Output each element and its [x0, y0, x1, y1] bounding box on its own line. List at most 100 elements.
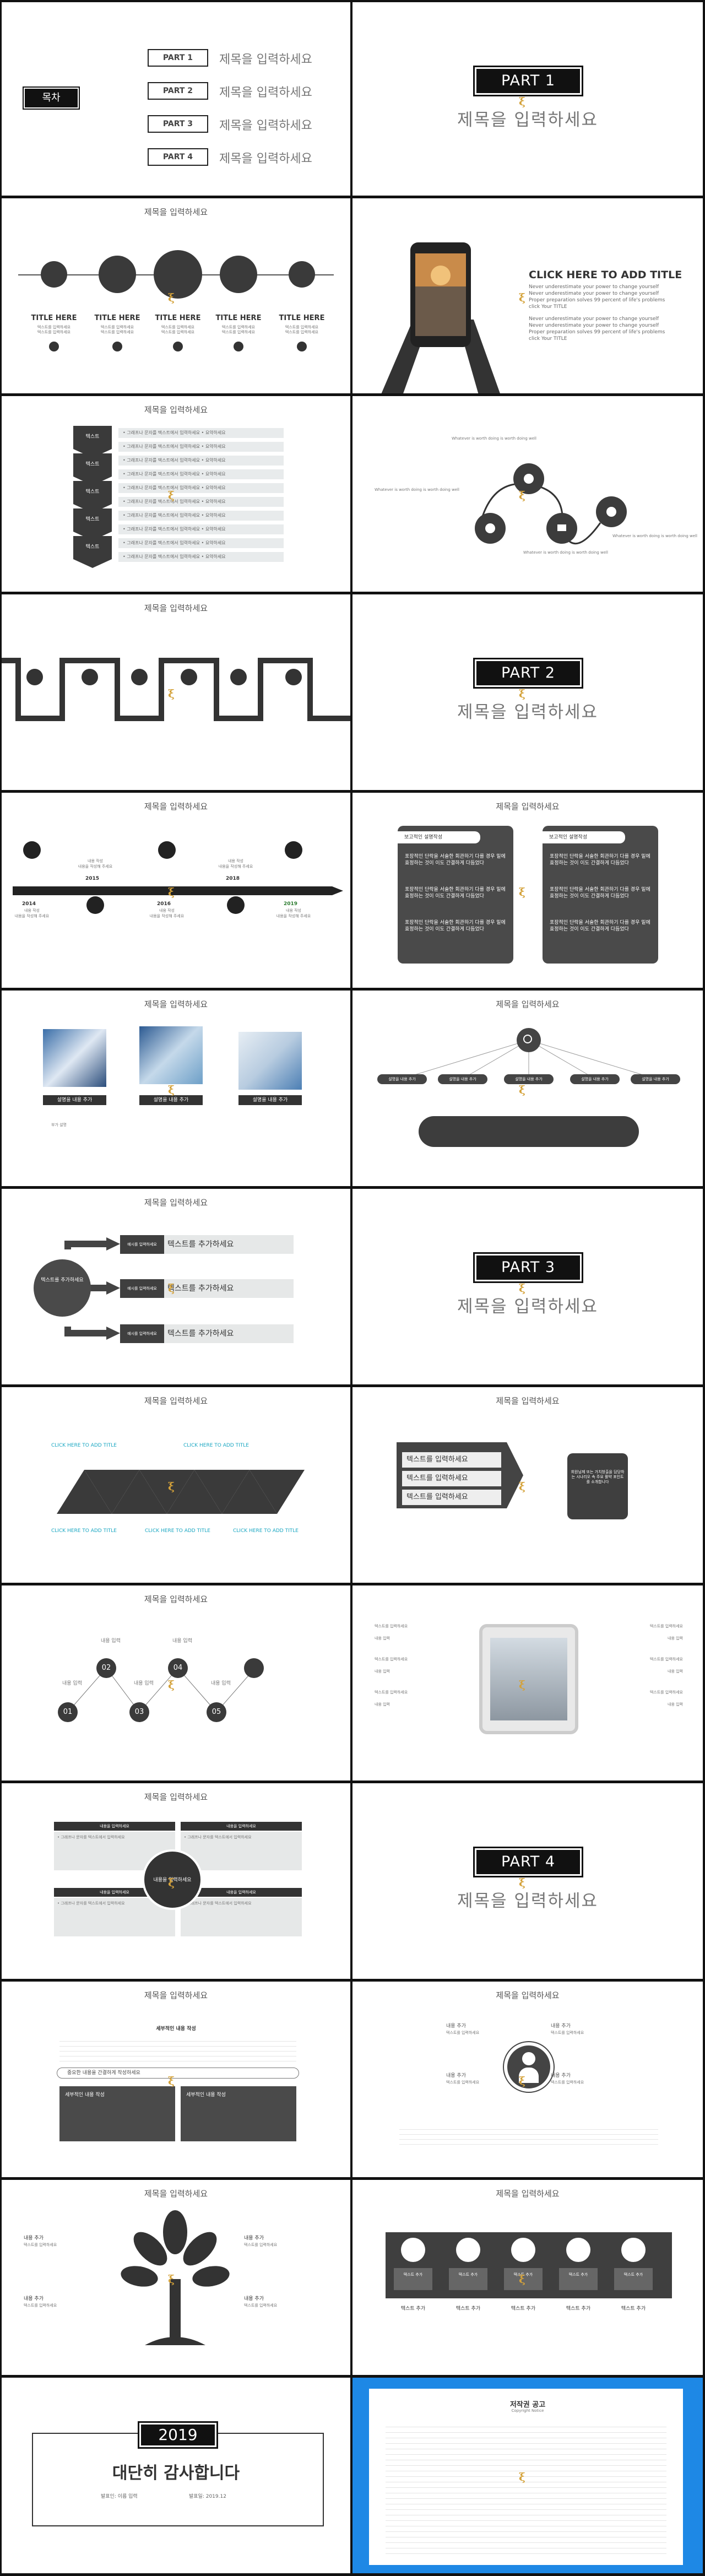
- watermark-icon: ξ: [519, 95, 525, 108]
- slide-title: 제목을 입력하세요: [144, 207, 208, 217]
- desc: 내용을 작성해 주세요: [14, 913, 50, 918]
- desc: 텍스트를 입력하세요: [244, 2303, 278, 2308]
- watermark-icon: ξ: [168, 885, 175, 899]
- desc: 텍스트를 입력하세요: [551, 2030, 584, 2035]
- slide-section-4: PART 4 제목을 입력하세요 ξ: [352, 1783, 705, 1982]
- chevron-label: 텍스트: [85, 462, 100, 468]
- box-header: 내용을 입력하세요: [54, 1822, 175, 1831]
- slide-title: 제목을 입력하세요: [144, 801, 208, 811]
- text-row: 텍스트를 입력하세요: [402, 1489, 501, 1505]
- desc: 내용을 작성해 주세요: [218, 864, 253, 869]
- step-number: 01: [58, 1702, 78, 1722]
- cyan-title: CLICK HERE TO ADD TITLE: [233, 1528, 299, 1534]
- footnote: 부가 설명: [51, 1123, 67, 1128]
- line: click Your TITLE: [529, 304, 567, 310]
- chevron-block: [73, 453, 112, 486]
- year: 2015: [85, 875, 100, 881]
- item-title: TITLE HERE: [155, 313, 201, 322]
- desc: 텍스트를 입력하세요: [24, 2303, 57, 2308]
- slide-title: 제목을 입력하세요: [144, 1594, 208, 1604]
- presenter: 발표인: 이름 입력: [101, 2494, 138, 2500]
- chevron-block: [73, 536, 112, 569]
- section-label: PART 3: [473, 1252, 583, 1284]
- slide-title: 제목을 입력하세요: [144, 1990, 208, 2000]
- step-number: 02: [96, 1658, 116, 1678]
- watermark-icon: ξ: [168, 1083, 175, 1097]
- slide-title: 제목을 입력하세요: [144, 405, 208, 415]
- item-title: TITLE HERE: [215, 313, 262, 322]
- watermark-icon: ξ: [519, 1083, 525, 1097]
- step-label: 내용 입력: [211, 1680, 231, 1686]
- slide-title: 제목을 입력하세요: [496, 801, 560, 811]
- label: 내용 추가: [24, 2296, 44, 2302]
- card-label: 텍스트 추가: [559, 2267, 598, 2290]
- step-label: 내용 입력: [62, 1680, 82, 1686]
- watermark-icon: ξ: [519, 2074, 525, 2087]
- toc-item-title: 제목을 입력하세요: [219, 119, 312, 133]
- watermark-icon: ξ: [168, 1479, 175, 1493]
- slide-10: 제목을 입력하세요 보고적인 설명작성 보고적인 설명작성 포장적인 단락을 서…: [352, 792, 705, 991]
- item-desc: 텍스트를 입력하세요 텍스트를 입력하세요: [161, 324, 195, 334]
- text-row: • 그래프나 문자를 텍스트에서 입력하세요 • 요약하세요: [118, 511, 284, 521]
- watermark-icon: ξ: [168, 290, 175, 304]
- timeline-arrow: [13, 886, 343, 895]
- caption: 설명을 내용 추가: [139, 1095, 203, 1106]
- highlight-pill: 중요한 내용을 간결하게 작성하세요: [57, 2067, 299, 2079]
- card-body: 포장적인 단락을 서술한 회관하기 다를 경우 밑에 효정하는 것이 이도 간결…: [550, 919, 650, 932]
- watermark-icon: ξ: [168, 2272, 175, 2286]
- line: Proper preparation solves 99 percent of …: [529, 297, 665, 303]
- desc: 텍스트를 입력하세요: [649, 1623, 683, 1628]
- section-title: 제목을 입력하세요: [457, 110, 598, 130]
- zigzag-line: [2, 658, 350, 722]
- item-desc: 텍스트를 입력하세요 텍스트를 입력하세요: [285, 324, 319, 334]
- date: 발표일: 2019.12: [189, 2494, 226, 2500]
- notice-sub: Copyright Notice: [511, 2409, 544, 2413]
- timeline-node-icon: [86, 896, 104, 914]
- notice-title: 저작권 공고: [509, 2401, 546, 2410]
- watermark-icon: ξ: [168, 489, 175, 502]
- toc-box: 목차: [23, 86, 80, 110]
- section-label: PART 4: [473, 1847, 583, 1878]
- detail-box: 세부적인 내용 작성: [59, 2086, 175, 2141]
- info-box: 회원님께 또는 가치창출을 담당하는 시나리오 속 주요 활약 포인트를 소개합…: [567, 1453, 628, 1519]
- slide-title: 제목을 입력하세요: [496, 1395, 560, 1406]
- card-label: 텍스트 추가: [449, 2267, 487, 2290]
- target-icon: [220, 255, 257, 293]
- printer-icon: [621, 2237, 646, 2262]
- label: 내용 추가: [446, 2072, 466, 2079]
- triangle-row: [57, 1469, 305, 1514]
- toc-part-label: PART 1: [148, 49, 208, 67]
- text-row: • 그래프나 문자를 텍스트에서 입력하세요 • 요약하세요: [118, 483, 284, 494]
- box-header: 내용을 입력하세요: [181, 1822, 302, 1831]
- card-body: 포장적인 단락을 서술한 회관하기 다를 경우 밑에 효정하는 것이 이도 간결…: [405, 853, 506, 866]
- label: 내용 입력: [668, 1669, 683, 1674]
- desc: 텍스트를 입력하세요: [649, 1657, 683, 1662]
- desc: 내용을 작성해 주세요: [78, 864, 113, 869]
- desc: 텍스트를 입력하세요: [375, 1623, 408, 1628]
- label: 내용 추가: [551, 2072, 571, 2079]
- watermark-icon: ξ: [168, 1876, 175, 1890]
- chevron-label: 텍스트: [85, 434, 100, 440]
- slide-title: 제목을 입력하세요: [496, 999, 560, 1010]
- caption: 텍스트 추가: [621, 2306, 646, 2312]
- year: 2016: [157, 901, 171, 907]
- step-number: 03: [129, 1702, 149, 1722]
- slide-title: 제목을 입력하세요: [144, 1792, 208, 1803]
- caption: 텍스트 추가: [400, 2306, 426, 2312]
- text-row: 텍스트를 추가하세요: [164, 1324, 294, 1344]
- text-row: • 그래프나 문자를 텍스트에서 입력하세요 • 요약하세요: [118, 497, 284, 507]
- desc: 텍스트를 입력하세요: [244, 2242, 278, 2247]
- desc: 텍스트를 입력하세요: [649, 1690, 683, 1695]
- text-row: • 그래프나 문자를 텍스트에서 입력하세요 • 요약하세요: [118, 524, 284, 535]
- step-number: 04: [168, 1658, 188, 1678]
- label: 내용 작성: [228, 858, 243, 863]
- cyan-title: CLICK HERE TO ADD TITLE: [51, 1442, 117, 1448]
- cyan-title: CLICK HERE TO ADD TITLE: [183, 1442, 249, 1448]
- timeline-node-icon: [285, 841, 302, 859]
- desc: 텍스트를 입력하세요: [446, 2080, 480, 2085]
- line: Never underestimate your power to change…: [529, 284, 659, 290]
- caption: 텍스트 추가: [455, 2306, 481, 2312]
- label: 내용 추가: [24, 2235, 44, 2241]
